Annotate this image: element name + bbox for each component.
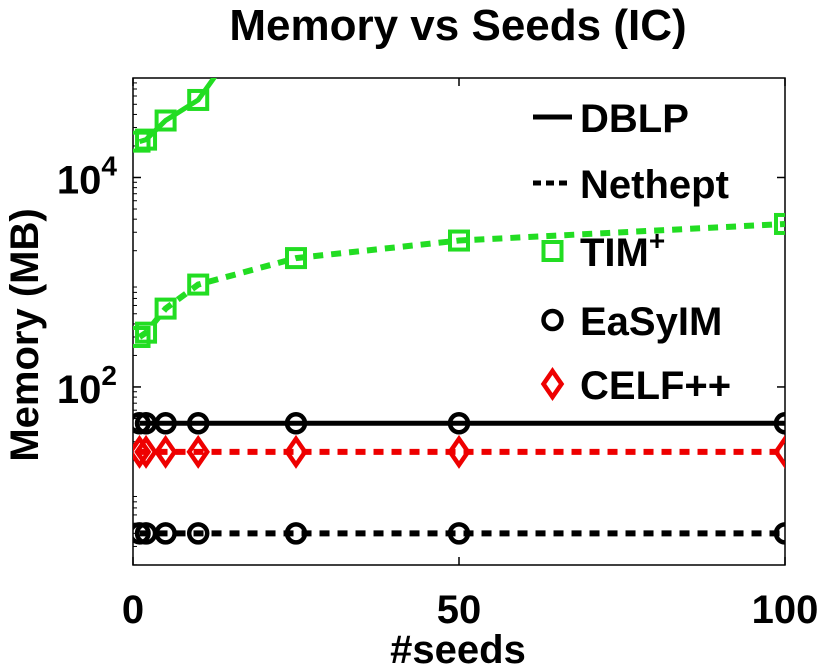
legend-marker-diamond — [540, 367, 565, 401]
data-point-square — [133, 325, 151, 348]
x-tick-label: 100 — [752, 588, 819, 632]
legend-label-text: CELF++ — [580, 364, 731, 408]
data-point-diamond — [284, 434, 308, 469]
y-tick-label: 104 — [57, 150, 118, 202]
series-line-tim-nethept — [137, 220, 785, 340]
data-point-square — [154, 297, 177, 320]
x-axis-label: #seeds — [390, 628, 526, 667]
data-point-square — [187, 273, 210, 296]
legend-label: TIM+ — [580, 225, 665, 275]
data-point-square — [135, 321, 158, 344]
series-line-tim-dblp — [138, 78, 217, 145]
legend-marker-square — [541, 240, 564, 262]
data-point-square — [285, 247, 307, 270]
y-tick-base: 10 — [57, 368, 102, 412]
data-point-square — [448, 229, 470, 252]
data-point-circle — [773, 412, 785, 435]
data-point-circle — [154, 412, 177, 435]
data-point-square — [135, 128, 158, 151]
legend-label: EaSyIM — [580, 300, 722, 344]
x-tick-label: 50 — [437, 588, 482, 632]
x-tick-label: 0 — [122, 588, 144, 632]
legend-label-superscript: + — [649, 225, 665, 256]
data-point-square — [133, 130, 151, 153]
legend-label-text: TIM — [580, 231, 649, 275]
legend-label: CELF++ — [580, 364, 731, 408]
data-point-circle — [447, 412, 471, 435]
data-point-square — [154, 109, 177, 132]
data-point-circle — [447, 522, 471, 545]
legend-label: Nethept — [580, 163, 729, 207]
data-point-circle — [186, 522, 210, 545]
y-tick-base: 10 — [57, 158, 102, 202]
data-point-square — [774, 212, 785, 235]
y-tick-exponent: 4 — [101, 150, 117, 181]
y-tick-label: 102 — [57, 360, 117, 412]
data-point-square — [187, 88, 210, 111]
legend-label: DBLP — [580, 97, 689, 141]
data-point-circle — [154, 522, 177, 545]
data-point-circle — [284, 412, 308, 435]
data-point-circle — [284, 522, 308, 545]
data-point-diamond — [133, 434, 152, 469]
legend-label-text: EaSyIM — [580, 300, 722, 344]
data-point-diamond — [447, 434, 471, 469]
legend-label-text: DBLP — [580, 97, 689, 141]
series-layer — [133, 78, 785, 545]
y-tick-exponent: 2 — [101, 360, 117, 391]
data-point-diamond — [773, 434, 785, 469]
legend-label-text: Nethept — [580, 163, 729, 207]
y-axis-label: Memory (MB) — [3, 208, 47, 461]
data-point-circle — [186, 412, 210, 435]
data-point-circle — [773, 522, 785, 545]
chart-title: Memory vs Seeds (IC) — [229, 1, 686, 50]
data-point-diamond — [153, 434, 178, 469]
data-point-diamond — [134, 434, 158, 469]
data-point-diamond — [186, 434, 210, 469]
legend-marker-circle — [541, 308, 564, 332]
